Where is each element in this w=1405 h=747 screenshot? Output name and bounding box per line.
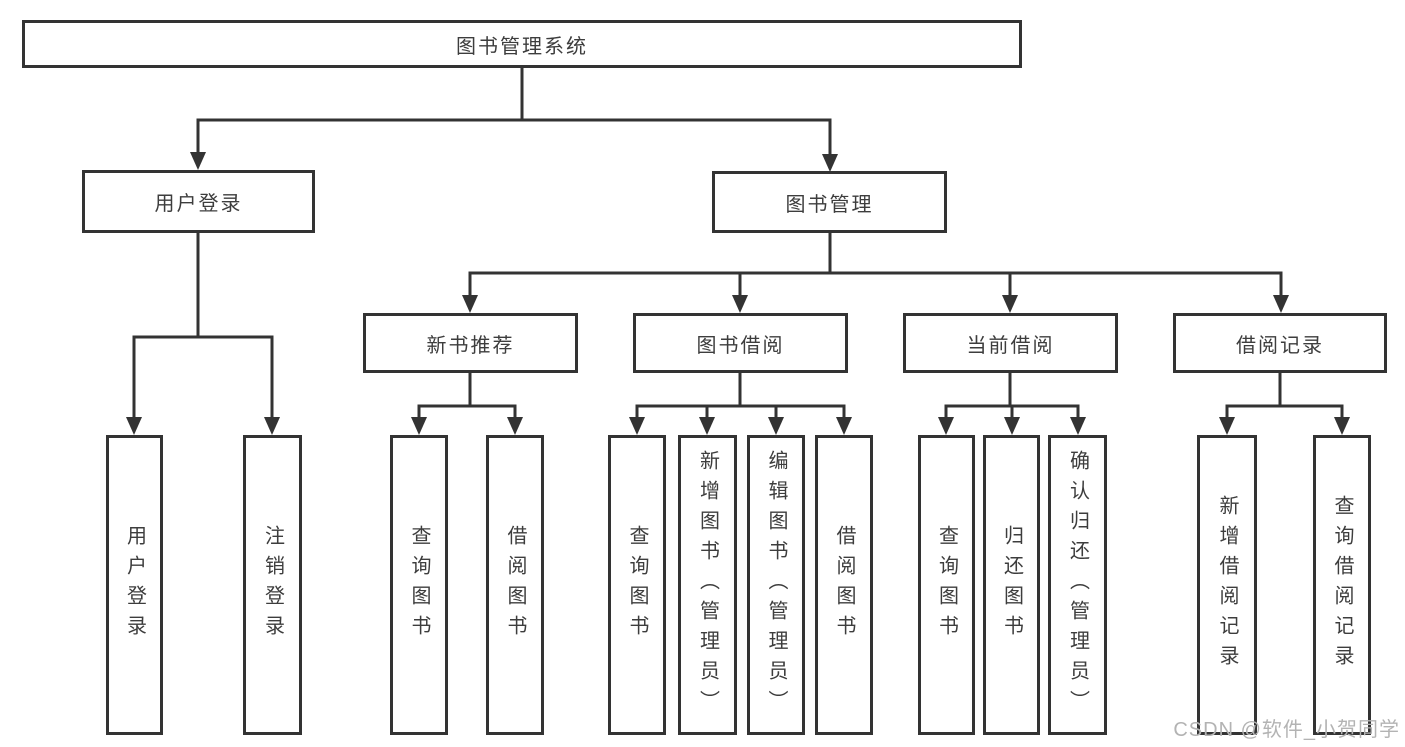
node-label: 新增借阅记录 <box>1216 495 1238 675</box>
arrowheads <box>126 152 1350 435</box>
node-label: 确认归还（管理员） <box>1066 450 1089 720</box>
connector-book-management <box>468 233 1283 295</box>
connector-borrowing-records <box>1225 373 1344 417</box>
node-label: 注销登录 <box>261 525 284 645</box>
connector-book-borrowing <box>635 373 846 417</box>
node-label: 查询图书 <box>626 525 648 645</box>
node-current-borrowing: 当前借阅 <box>903 313 1118 373</box>
node-label: 新书推荐 <box>426 334 515 357</box>
leaf-records-add-record: 新增借阅记录 <box>1197 435 1257 735</box>
node-label: 当前借阅 <box>966 334 1055 357</box>
leaf-records-query-record: 查询借阅记录 <box>1313 435 1371 735</box>
node-label: 借阅记录 <box>1236 334 1324 357</box>
node-label: 编辑图书（管理员） <box>765 450 787 720</box>
connector-current-borrowing <box>944 373 1080 417</box>
leaf-logout-login: 注销登录 <box>243 435 302 735</box>
leaf-recommend-query-books: 查询图书 <box>390 435 448 735</box>
leaf-borrowing-edit-books-admin: 编辑图书（管理员） <box>747 435 805 735</box>
leaf-current-return-books: 归还图书 <box>983 435 1040 735</box>
watermark-text: CSDN @软件_小贺同学 <box>1173 719 1400 741</box>
connector-user-login <box>132 233 274 417</box>
node-new-book-recommend: 新书推荐 <box>363 313 578 373</box>
node-label: 用户登录 <box>123 525 146 645</box>
node-user-login: 用户登录 <box>82 170 315 233</box>
connector-new-book-recommend <box>417 373 517 417</box>
node-label: 借阅图书 <box>504 525 526 645</box>
node-label: 新增图书（管理员） <box>696 450 719 720</box>
connector-root <box>196 68 832 154</box>
node-label: 查询借阅记录 <box>1331 495 1353 675</box>
leaf-current-confirm-return-admin: 确认归还（管理员） <box>1048 435 1107 735</box>
node-label: 查询图书 <box>935 525 958 645</box>
leaf-current-query-books: 查询图书 <box>918 435 975 735</box>
node-borrowing-records: 借阅记录 <box>1173 313 1387 373</box>
node-label: 借阅图书 <box>833 525 855 645</box>
node-label: 归还图书 <box>1000 525 1023 645</box>
node-label: 查询图书 <box>408 525 430 645</box>
leaf-borrowing-query-books: 查询图书 <box>608 435 666 735</box>
node-label: 图书借阅 <box>696 334 785 357</box>
node-book-borrowing: 图书借阅 <box>633 313 848 373</box>
leaf-borrowing-add-books-admin: 新增图书（管理员） <box>678 435 737 735</box>
node-label: 图书管理系统 <box>456 35 588 58</box>
node-library-management-system: 图书管理系统 <box>22 20 1022 68</box>
leaf-recommend-borrow-books: 借阅图书 <box>486 435 544 735</box>
leaf-user-login: 用户登录 <box>106 435 163 735</box>
node-book-management: 图书管理 <box>712 171 947 233</box>
node-label: 用户登录 <box>154 193 243 215</box>
node-label: 图书管理 <box>785 193 874 216</box>
leaf-borrowing-borrow-books: 借阅图书 <box>815 435 873 735</box>
